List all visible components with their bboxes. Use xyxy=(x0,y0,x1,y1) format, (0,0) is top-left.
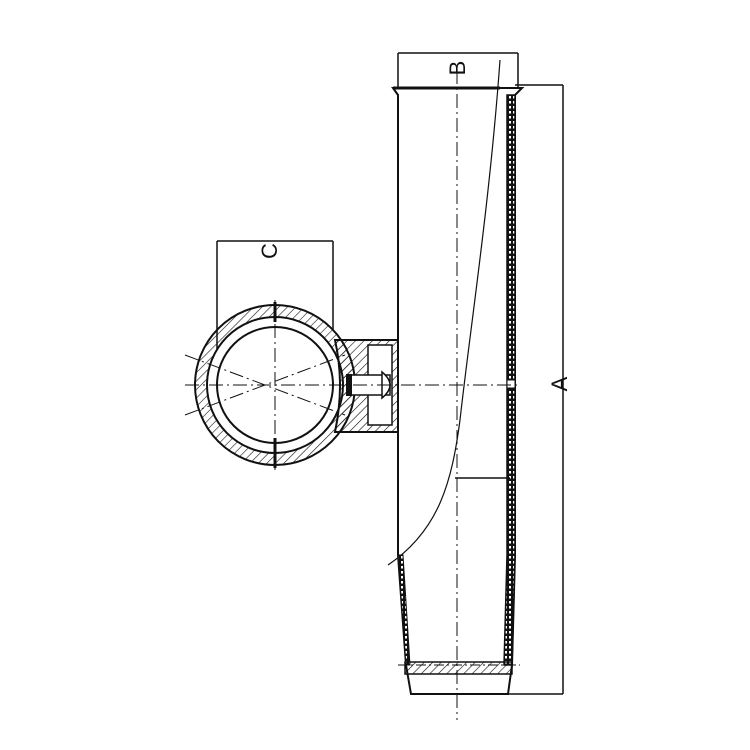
dimension-label-c: C xyxy=(257,243,282,259)
dimension-label-b: B xyxy=(445,60,470,76)
dimension-a xyxy=(508,84,564,695)
pipe-clamp xyxy=(184,300,520,470)
dimension-b xyxy=(397,52,519,88)
dimension-label-a: A xyxy=(547,376,572,392)
rod-tube xyxy=(387,59,525,720)
